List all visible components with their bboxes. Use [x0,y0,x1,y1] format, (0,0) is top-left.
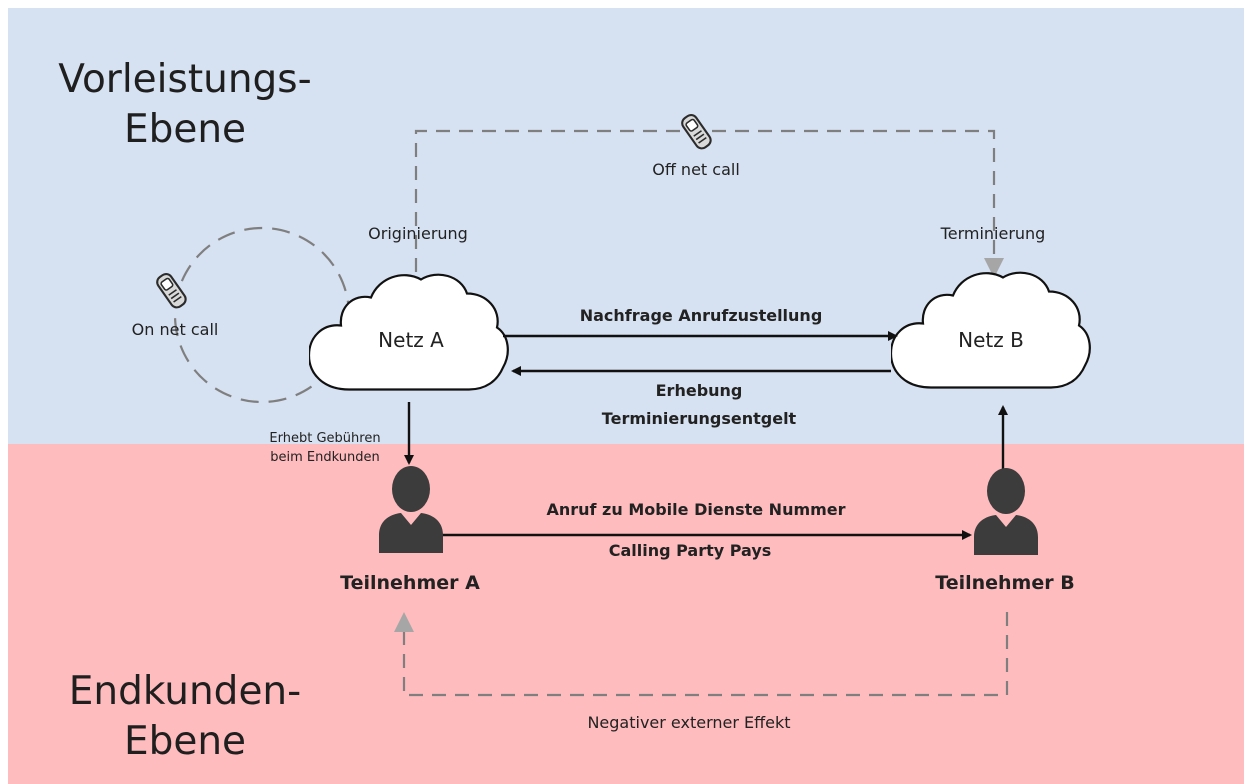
subscriber-b-label: Teilnehmer B [935,572,1075,594]
termination-arrowhead [984,258,1004,278]
externality-route [402,612,1009,697]
termination-label: Terminierung [940,224,1046,243]
billing-label-line1: Erhebt Gebühren [269,431,381,446]
demand-label: Nachfrage Anrufzustellung [579,306,823,325]
network-b-label: Netz B [958,328,1024,352]
subscriber-a-label: Teilnehmer A [340,572,480,594]
wholesale-layer-title: Vorleistungs- Ebene [40,55,330,155]
charge-label-line2: Terminierungsentgelt [601,409,797,428]
call-label-line1: Anruf zu Mobile Dienste Nummer [546,500,846,519]
retail-layer-title-line1: Endkunden- [68,669,302,714]
externality-arrowhead [394,612,414,632]
wholesale-layer-title-line2: Ebene [123,107,247,152]
externality-label: Negativer externer Effekt [587,713,791,732]
wholesale-layer-title-line1: Vorleistungs- [58,57,312,102]
on-net-call-label: On net call [131,320,219,339]
off-net-call-route [414,129,996,272]
retail-layer-title-line2: Ebene [123,719,247,764]
call-label-line2: Calling Party Pays [608,541,772,560]
origination-label: Originierung [368,224,468,243]
charge-label-line1: Erhebung [655,381,743,400]
retail-layer-background [8,444,1244,784]
network-a-label: Netz A [378,328,444,352]
billing-label-line2: beim Endkunden [270,450,380,465]
off-net-call-label: Off net call [652,160,740,179]
retail-layer-title: Endkunden- Ebene [40,667,330,767]
